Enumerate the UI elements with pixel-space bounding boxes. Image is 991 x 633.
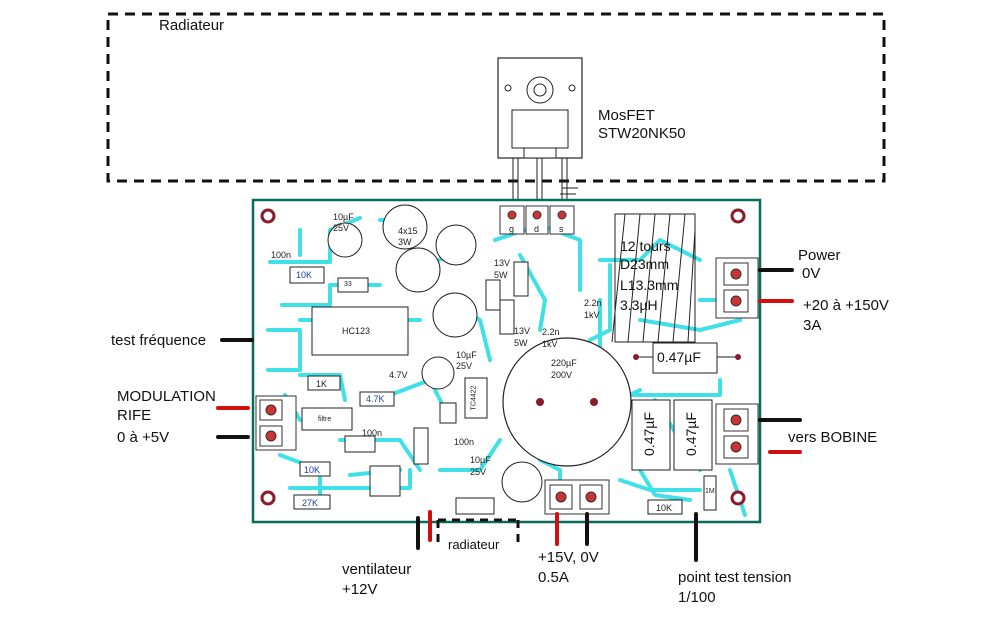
power-0v-label: 0V bbox=[802, 265, 821, 282]
connectors bbox=[255, 257, 759, 515]
cap-2n2-a-voltage: 1kV bbox=[584, 310, 600, 320]
coil-length-label: L13.3mm bbox=[620, 277, 679, 293]
cap-047-vertical-a bbox=[631, 399, 671, 471]
cap-10u-c-voltage: 25V bbox=[470, 467, 487, 477]
resistor-33-label: 33 bbox=[344, 281, 352, 288]
resistor-10k-a-label: 10K bbox=[296, 270, 313, 280]
mosfet-package bbox=[497, 57, 583, 205]
cap-2n2-b-voltage: 1kV bbox=[542, 339, 558, 349]
cap-10u-b-voltage: 25V bbox=[456, 361, 473, 371]
bottom-heatsink-outline bbox=[436, 518, 520, 548]
zener-13v-b-label: 13V bbox=[514, 326, 531, 336]
mosfet-pads bbox=[499, 205, 575, 235]
coil-inductance-label: 3.3µH bbox=[620, 297, 658, 313]
cap-2n2-b-label: 2.2n bbox=[542, 327, 560, 337]
power-hv-label: +20 à +150V bbox=[803, 297, 889, 314]
round-components bbox=[327, 204, 543, 503]
big-cap-value-label: 220µF bbox=[551, 358, 577, 368]
resistor-10k-c-label: 10K bbox=[656, 503, 673, 513]
test-point-label: point test tension bbox=[678, 569, 792, 586]
coil bbox=[611, 213, 696, 343]
driver-tc4422-label: TC4422 bbox=[470, 385, 478, 411]
modulation-label: MODULATION bbox=[117, 388, 216, 405]
modulation-range-label: 0 à +5V bbox=[117, 429, 170, 446]
zener-13v-b-power: 5W bbox=[514, 338, 528, 348]
cap-047-horizontal bbox=[652, 342, 718, 374]
cap-2n2-a-label: 2.2n bbox=[584, 298, 602, 308]
cap-100n-a-label: 100n bbox=[271, 250, 292, 260]
small-components bbox=[289, 261, 717, 515]
cap-10u-a-label: 10µF bbox=[333, 212, 354, 222]
power-current-label: 3A bbox=[803, 317, 822, 334]
low-supply-label: +15V, 0V bbox=[538, 549, 599, 566]
heatsink-label-top: Radiateur bbox=[159, 17, 225, 34]
resistor-4x15-label: 4x15 bbox=[398, 226, 418, 236]
mosfet-label: MosFET bbox=[598, 107, 655, 124]
test-point-ratio-label: 1/100 bbox=[678, 589, 716, 606]
cap-047-vertical-b-label: 0.47µF bbox=[682, 412, 699, 456]
zener-13v-a-power: 5W bbox=[494, 270, 508, 280]
coil-output-label: vers BOBINE bbox=[788, 429, 878, 446]
cap-047-horizontal-label: 0.47µF bbox=[657, 349, 701, 365]
heatsink-outline bbox=[106, 12, 886, 183]
cap-100n-b-label: 100n bbox=[362, 428, 383, 438]
zener-4v7-label: 4.7V bbox=[389, 370, 408, 380]
test-frequency-label: test fréquence bbox=[111, 332, 207, 349]
cap-047-vertical-b bbox=[673, 399, 713, 471]
source-pin-label: s bbox=[559, 224, 564, 234]
fan-label: ventilateur bbox=[342, 561, 412, 578]
fan-voltage-label: +12V bbox=[342, 581, 378, 598]
cap-10u-b-label: 10µF bbox=[456, 350, 477, 360]
drain-pin-label: d bbox=[534, 224, 540, 234]
coil-diameter-label: D23mm bbox=[620, 256, 670, 272]
rife-label: RIFE bbox=[117, 407, 152, 424]
resistor-10k-b-label: 10K bbox=[304, 465, 321, 475]
resistor-4x15-power: 3W bbox=[398, 237, 412, 247]
cap-100n-c-label: 100n bbox=[454, 437, 475, 447]
mosfet-model-label: STW20NK50 bbox=[598, 125, 686, 142]
gate-pin-label: g bbox=[509, 224, 515, 234]
cap-047-vertical-a-label: 0.47µF bbox=[640, 412, 657, 456]
heatsink-label-bottom: radiateur bbox=[448, 537, 500, 552]
coil-turns-label: 12 tours bbox=[620, 238, 671, 254]
resistor-1m-label: 1M bbox=[705, 488, 715, 495]
mounting-holes bbox=[260, 208, 746, 506]
power-label: Power bbox=[798, 247, 841, 264]
resistor-1k-label: 1K bbox=[316, 379, 328, 389]
external-wires bbox=[216, 268, 802, 562]
filter-label: filtre bbox=[318, 416, 332, 423]
low-supply-current-label: 0.5A bbox=[538, 569, 569, 586]
zener-13v-a-label: 13V bbox=[494, 258, 511, 268]
ic-hc123-label: HC123 bbox=[342, 326, 371, 336]
resistor-4k7-label: 4.7K bbox=[366, 394, 385, 404]
cap-10u-a-voltage: 25V bbox=[333, 223, 350, 233]
cap-10u-c-label: 10µF bbox=[470, 455, 491, 465]
resistor-27k-label: 27K bbox=[302, 498, 319, 508]
big-cap-voltage-label: 200V bbox=[551, 370, 573, 380]
big-electrolytic-cap bbox=[502, 337, 632, 467]
